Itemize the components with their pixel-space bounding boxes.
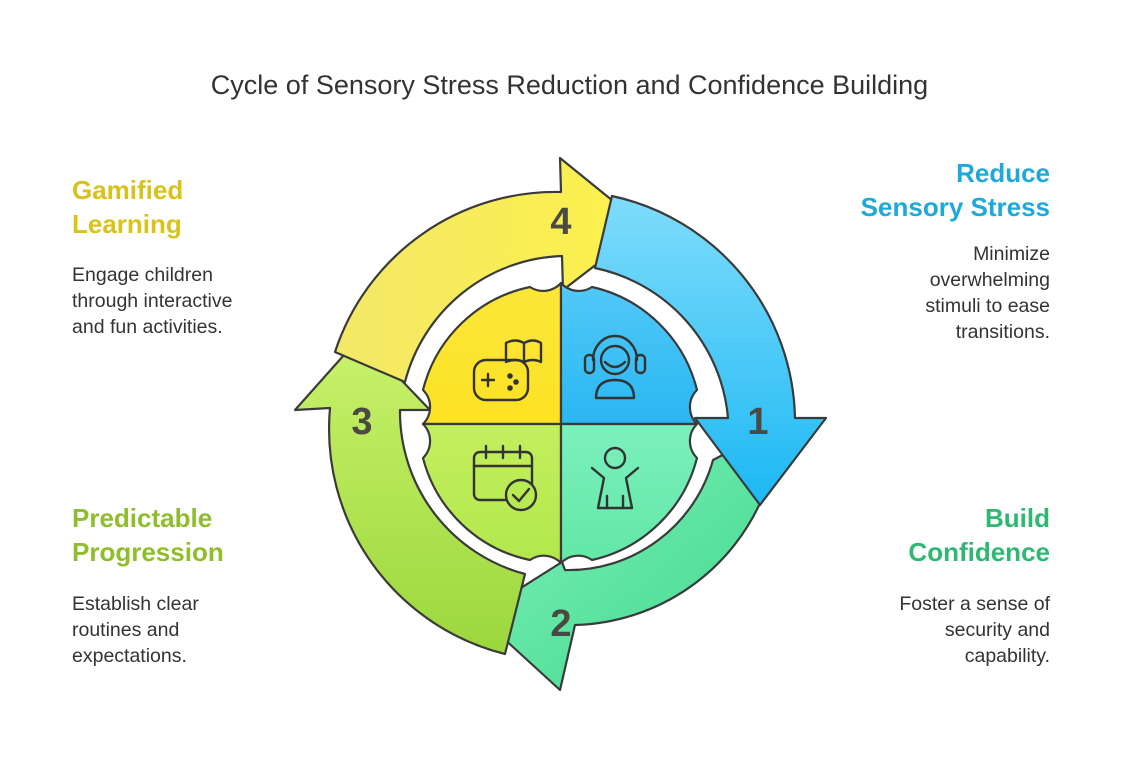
happy-child-icon: [590, 446, 640, 510]
step-1-number: 1: [747, 401, 768, 443]
step-4-heading-line: Learning: [72, 209, 182, 239]
step-3-heading: Predictable Progression: [72, 501, 224, 569]
step-2-description-line: security and: [944, 619, 1050, 641]
step-1-quadrant: [559, 281, 699, 426]
step-4-arrow: [333, 156, 647, 384]
step-1-description-line: stimuli to ease: [925, 295, 1050, 317]
step-3-quadrant: [421, 422, 563, 565]
step-4-description-line: through interactive: [72, 290, 233, 312]
step-2-heading: Build Confidence: [908, 501, 1050, 569]
step-3-number: 3: [351, 401, 372, 443]
gamepad-book-icon: [472, 339, 543, 402]
step-2-arrow: [476, 416, 795, 692]
step-4-description-line: Engage children: [72, 264, 213, 286]
diagram-title: Cycle of Sensory Stress Reduction and Co…: [210, 70, 929, 100]
step-1-description-line: Minimize: [973, 243, 1050, 265]
step-1-description-line: transitions.: [955, 321, 1050, 343]
step-1-heading: Reduce Sensory Stress: [861, 156, 1050, 224]
step-2-number: 2: [550, 603, 571, 645]
step-3-heading-line: Predictable: [72, 503, 213, 533]
step-2-description-line: Foster a sense of: [899, 593, 1050, 615]
step-2-heading-line: Build: [985, 503, 1050, 533]
step-4-description-line: and fun activities.: [72, 316, 223, 338]
step-3-description: Establish clear routines and expectation…: [72, 591, 199, 669]
step-4-heading-line: Gamified: [72, 175, 184, 205]
headphones-person-icon: [583, 334, 647, 400]
step-2-description-line: capability.: [964, 645, 1050, 667]
step-3-description-line: Establish clear: [72, 593, 199, 615]
calendar-check-icon: [472, 444, 538, 512]
step-1-arrow: [593, 194, 828, 507]
step-3-heading-line: Progression: [72, 537, 224, 567]
step-3-description-line: routines and: [72, 619, 180, 641]
step-1-heading-line: Sensory Stress: [860, 192, 1050, 222]
step-4-description: Engage children through interactive and …: [72, 262, 232, 340]
step-4-heading: Gamified Learning: [72, 173, 183, 241]
step-3-arrow: [293, 335, 527, 656]
step-3-description-line: expectations.: [72, 645, 187, 667]
step-4-quadrant: [421, 281, 563, 426]
step-2-heading-line: Confidence: [908, 537, 1050, 567]
step-2-description: Foster a sense of security and capabilit…: [899, 591, 1050, 669]
step-1-description: Minimize overwhelming stimuli to ease tr…: [925, 241, 1050, 345]
step-1-heading-line: Reduce: [956, 158, 1050, 188]
step-4-number: 4: [550, 201, 571, 243]
step-1-description-line: overwhelming: [929, 269, 1050, 291]
